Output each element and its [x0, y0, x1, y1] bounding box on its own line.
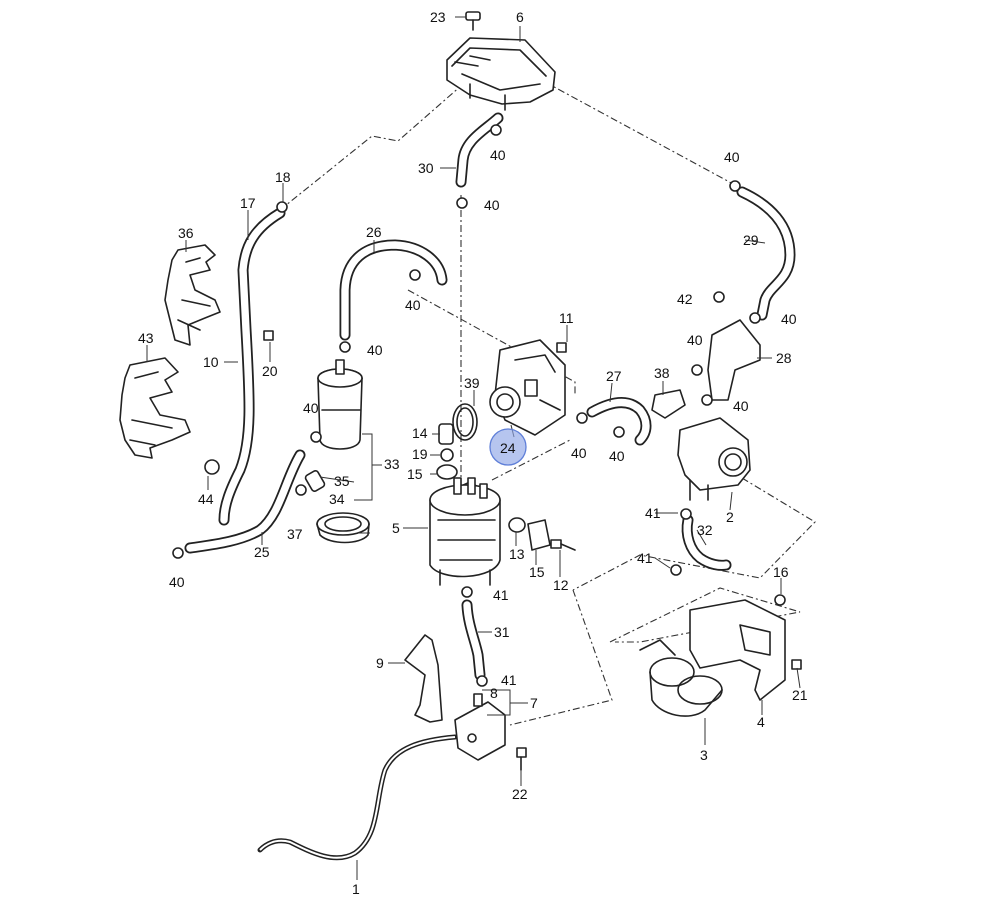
label-9: 9 [376, 655, 384, 671]
label-19: 19 [412, 446, 428, 462]
hose-1 [257, 734, 458, 861]
label-40: 40 [609, 448, 625, 464]
label-44: 44 [198, 491, 214, 507]
label-34: 34 [329, 491, 345, 507]
part-4-bracket [689, 599, 786, 701]
hose-27 [586, 397, 652, 446]
label-40: 40 [169, 574, 185, 590]
label-3: 3 [700, 747, 708, 763]
label-43: 43 [138, 330, 154, 346]
label-40: 40 [490, 147, 506, 163]
part-38-sensor [651, 389, 686, 419]
label-27: 27 [606, 368, 622, 384]
bracket-43 [119, 357, 191, 459]
label-18: 18 [275, 169, 291, 185]
part-2-housing [677, 417, 751, 501]
part-9-bracket [404, 634, 443, 723]
hose-26 [339, 239, 448, 341]
label-16: 16 [773, 564, 789, 580]
part-19-nut [440, 448, 454, 462]
label-35: 35 [334, 473, 350, 489]
part-15-grommet [436, 464, 458, 480]
part-3-clamps [639, 639, 723, 717]
part-33-filter [317, 359, 363, 450]
label-8: 8 [490, 685, 498, 701]
hose-25 [184, 449, 306, 554]
highlight-marker [489, 428, 527, 466]
label-10: 10 [203, 354, 219, 370]
part-7-fuel-block [454, 693, 506, 761]
part-24-pump [489, 339, 566, 436]
label-41: 41 [501, 672, 517, 688]
label-40: 40 [367, 342, 383, 358]
label-12: 12 [553, 577, 569, 593]
hose-31 [461, 599, 486, 681]
hose-29 [736, 186, 796, 321]
label-21: 21 [792, 687, 808, 703]
label-30: 30 [418, 160, 434, 176]
label-6: 6 [516, 9, 524, 25]
label-39: 39 [464, 375, 480, 391]
assembly-guide-lines [279, 77, 816, 726]
label-23: 23 [430, 9, 446, 25]
label-29: 29 [743, 232, 759, 248]
label-42: 42 [677, 291, 693, 307]
label-40: 40 [724, 149, 740, 165]
label-40: 40 [571, 445, 587, 461]
label-2: 2 [726, 509, 734, 525]
label-41: 41 [645, 505, 661, 521]
label-20: 20 [262, 363, 278, 379]
part-35-joint [304, 470, 326, 492]
label-11: 11 [559, 310, 574, 326]
label-14: 14 [412, 425, 428, 441]
part-13-grommet [508, 517, 526, 533]
hose-32 [681, 514, 732, 571]
label-33: 33 [384, 456, 400, 472]
part-37-clamp [316, 512, 370, 544]
part-15b-grommet [527, 519, 551, 551]
part-28-elbow [707, 319, 761, 401]
label-40: 40 [405, 297, 421, 313]
label-36: 36 [178, 225, 194, 241]
fasteners [172, 124, 802, 771]
label-40: 40 [733, 398, 749, 414]
label-25: 25 [254, 544, 270, 560]
label-15: 15 [407, 466, 423, 482]
label-31: 31 [494, 624, 510, 640]
label-7: 7 [530, 695, 538, 711]
label-5: 5 [392, 520, 400, 536]
hose-17 [218, 207, 286, 526]
label-28: 28 [776, 350, 792, 366]
part-12-bolt [550, 539, 576, 551]
label-22: 22 [512, 786, 528, 802]
label-24: 24 [500, 440, 516, 456]
label-15: 15 [529, 564, 545, 580]
label-40: 40 [687, 332, 703, 348]
label-32: 32 [697, 522, 713, 538]
leader-lines [146, 16, 801, 880]
part-39-o-ring [452, 403, 478, 441]
part-labels: 23 6 30 40 40 40 18 17 36 26 29 42 40 40… [138, 9, 808, 897]
label-40: 40 [781, 311, 797, 327]
part-6-vapor-separator [446, 11, 556, 111]
label-4: 4 [757, 714, 765, 730]
label-1: 1 [352, 881, 360, 897]
hose-30 [455, 112, 504, 188]
label-38: 38 [654, 365, 670, 381]
label-37: 37 [287, 526, 303, 542]
label-41: 41 [637, 550, 653, 566]
part-44-cap [204, 459, 220, 475]
bracket-36 [164, 244, 221, 346]
label-13: 13 [509, 546, 525, 562]
label-26: 26 [366, 224, 382, 240]
label-41: 41 [493, 587, 509, 603]
label-40: 40 [484, 197, 500, 213]
label-40: 40 [303, 400, 319, 416]
part-5-fuel-pump [429, 477, 501, 586]
label-17: 17 [240, 195, 256, 211]
part-14-spacer [438, 423, 454, 445]
